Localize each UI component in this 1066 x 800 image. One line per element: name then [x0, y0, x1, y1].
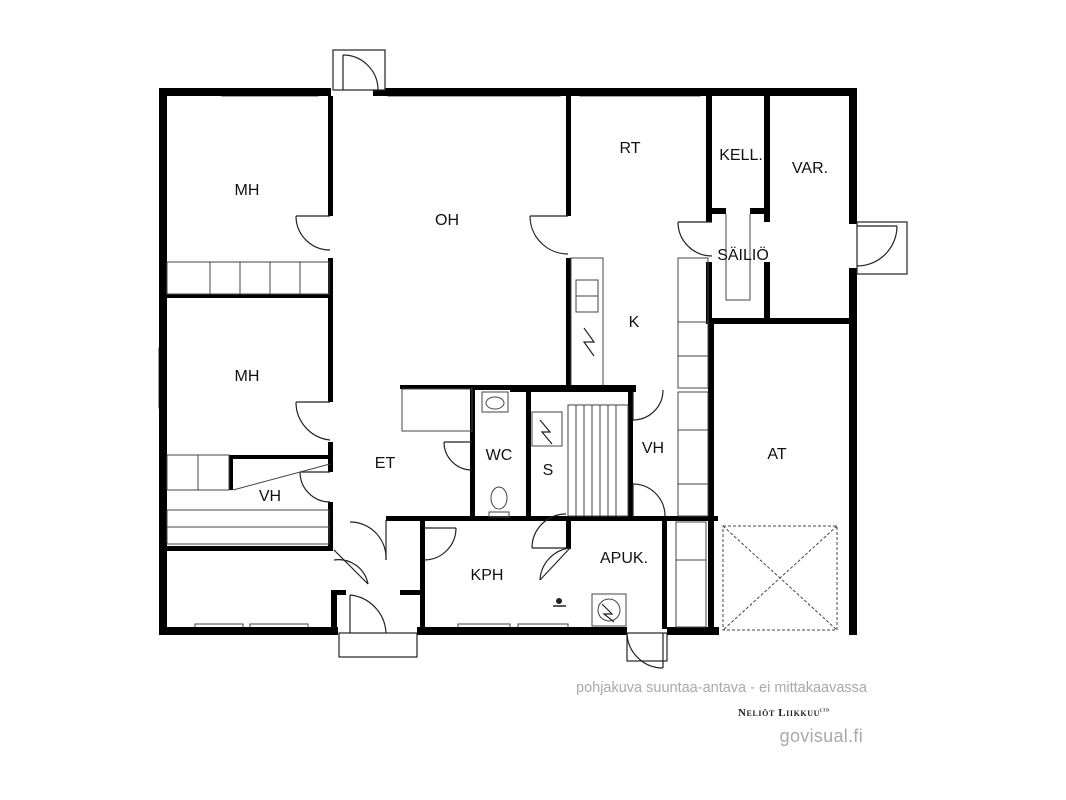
- interior-walls: [167, 96, 857, 630]
- room-label-oh: OH: [435, 212, 459, 229]
- room-label-wc: WC: [486, 447, 513, 464]
- room-label-kell: KELL.: [719, 147, 763, 164]
- room-labels: MH OH RT KELL. VAR. SÄILIÖ K MH WC S VH …: [235, 140, 829, 584]
- door-swings: [295, 49, 908, 669]
- disclaimer-note: pohjakuva suuntaa-antava - ei mittakaava…: [576, 680, 867, 696]
- room-label-sailio: SÄILIÖ: [717, 246, 769, 264]
- stair-bar: [510, 385, 636, 392]
- room-label-et: ET: [375, 455, 396, 472]
- room-label-mh2: MH: [235, 368, 260, 385]
- brand-mark: ltd: [820, 708, 830, 714]
- brand-name: Neliöt Liikkuu: [738, 707, 821, 719]
- room-label-var: VAR.: [792, 160, 828, 177]
- exterior-walls: [159, 88, 857, 635]
- room-label-mh: MH: [235, 182, 260, 199]
- room-label-kph: KPH: [471, 567, 504, 584]
- room-label-at: AT: [767, 446, 786, 463]
- room-label-k: K: [629, 314, 640, 331]
- electric-symbols: [539, 327, 615, 623]
- room-label-rt: RT: [619, 140, 640, 157]
- room-label-vh-center: VH: [642, 440, 664, 457]
- website-link[interactable]: govisual.fi: [779, 726, 863, 746]
- shower-icon: [553, 598, 566, 607]
- brand-logo: Neliöt Liikkuultd: [738, 707, 830, 719]
- fixtures: [166, 214, 838, 631]
- room-label-apuk: APUK.: [600, 550, 648, 567]
- room-label-s: S: [543, 462, 554, 479]
- room-label-vh-left: VH: [259, 488, 281, 505]
